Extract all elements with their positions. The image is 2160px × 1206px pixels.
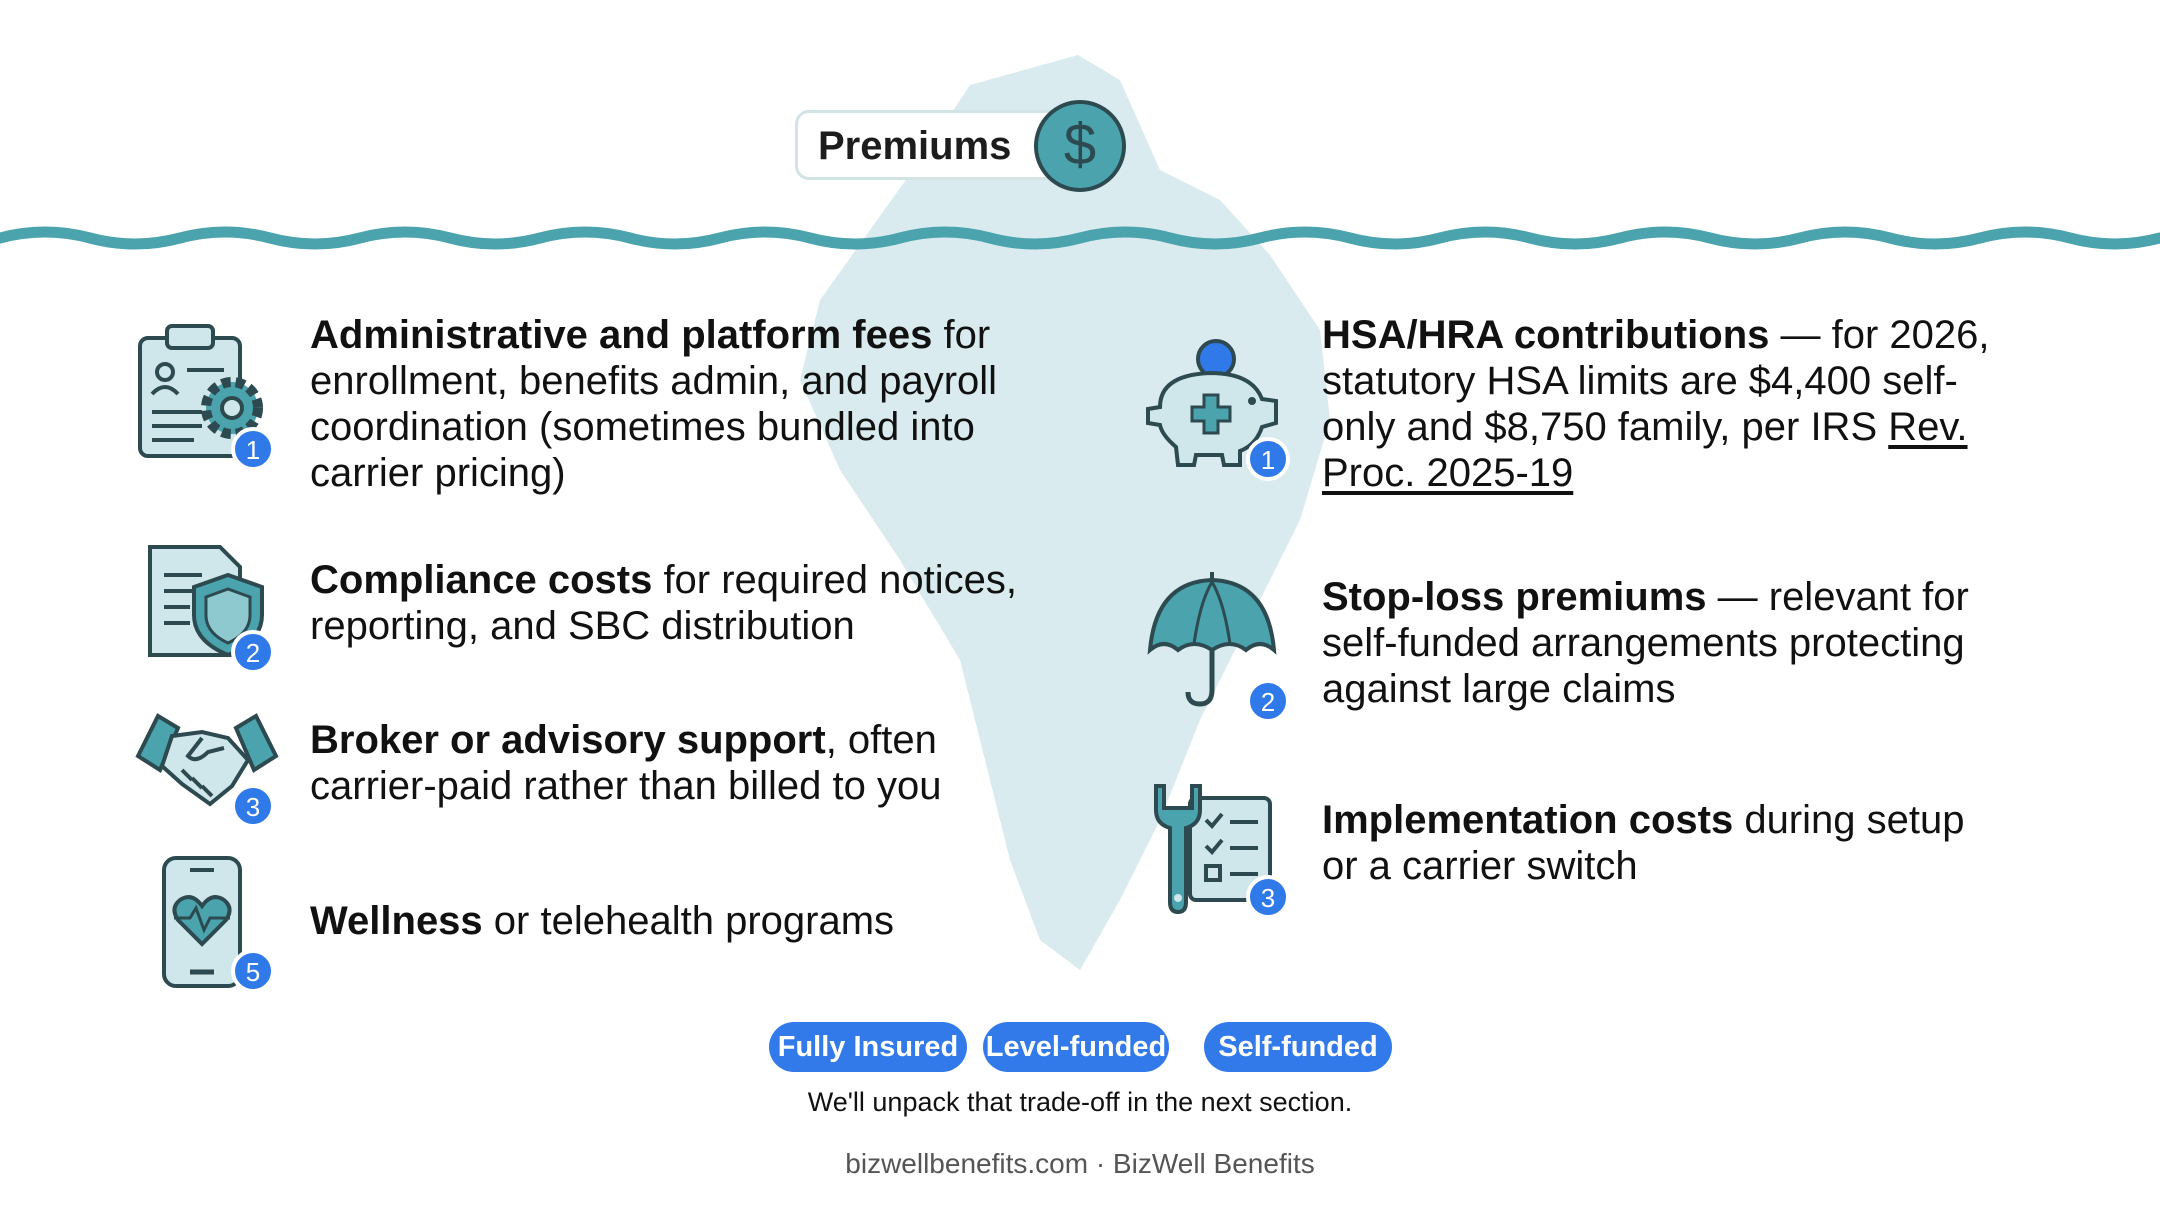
- svg-text:$: $: [1064, 112, 1096, 177]
- tag-self-funded[interactable]: Self-funded: [1204, 1022, 1392, 1072]
- badge-left-3-number: 3: [246, 792, 260, 822]
- badge-left-2-number: 2: [246, 638, 260, 668]
- iceberg-shape: [800, 55, 1330, 970]
- left-item-1-title: Administrative and platform fees: [310, 313, 933, 357]
- left-item-2: Compliance costs for required notices, r…: [310, 557, 1030, 649]
- right-item-3: Implementation costs during setup or a c…: [1322, 797, 1992, 889]
- premiums-label: Premiums: [818, 124, 1012, 168]
- left-item-2-desc: for required notices, reporting, and SBC…: [310, 558, 1017, 648]
- right-item-2-title: Stop-loss premiums: [1322, 575, 1707, 619]
- badge-right-3-number: 3: [1261, 883, 1275, 913]
- right-item-1-desc: — for 2026, statutory HSA limits are $4,…: [1322, 313, 1990, 449]
- footer-credit: bizwellbenefits.com · BizWell Benefits: [845, 1148, 1315, 1179]
- water-line: [0, 226, 2160, 250]
- wrench-checklist-icon: [1154, 784, 1272, 915]
- badge-left-2: 2: [231, 630, 275, 674]
- right-item-3-desc: during setup or a carrier switch: [1322, 798, 1965, 888]
- umbrella-icon: [1147, 572, 1277, 707]
- clipboard-gear-icon: [138, 324, 263, 458]
- left-item-5-title: Wellness: [310, 899, 483, 943]
- badge-right-2-number: 2: [1261, 687, 1275, 717]
- badge-left-5: 5: [231, 949, 275, 993]
- left-item-2-title: Compliance costs: [310, 558, 653, 602]
- badge-right-3: 3: [1246, 875, 1290, 919]
- section-note: We'll unpack that trade-off in the next …: [807, 1087, 1353, 1117]
- right-item-3-title: Implementation costs: [1322, 798, 1734, 842]
- right-item-2: Stop-loss premiums — relevant for self-f…: [1322, 574, 1992, 712]
- badge-right-1-number: 1: [1261, 445, 1275, 475]
- dollar-icon: $: [1034, 100, 1126, 192]
- tag-fully-insured[interactable]: Fully Insured: [769, 1022, 967, 1072]
- handshake-icon: [135, 713, 279, 807]
- left-item-3-desc: , often carrier-paid rather than billed …: [310, 718, 942, 808]
- badge-left-5-number: 5: [246, 957, 260, 987]
- badge-right-2: 2: [1246, 679, 1290, 723]
- phone-heart-icon: [162, 856, 242, 988]
- badge-left-3: 3: [231, 784, 275, 828]
- badge-left-1-number: 1: [246, 435, 260, 465]
- left-item-5-desc: or telehealth programs: [482, 899, 895, 943]
- right-item-1: HSA/HRA contributions — for 2026, statut…: [1322, 312, 1992, 496]
- left-item-1-desc: for enrollment, benefits admin, and payr…: [310, 313, 998, 495]
- right-item-2-desc: — relevant for self-funded arrangements …: [1322, 575, 1969, 711]
- left-item-3-title: Broker or advisory support: [310, 718, 826, 762]
- rev-proc-link[interactable]: Rev. Proc. 2025-19: [1322, 405, 1968, 495]
- left-item-5: Wellness or telehealth programs: [310, 898, 1030, 944]
- badge-left-1: 1: [231, 427, 275, 471]
- left-item-1: Administrative and platform fees for enr…: [310, 312, 1030, 496]
- badge-right-1: 1: [1246, 437, 1290, 481]
- piggy-bank-icon: [1146, 339, 1278, 467]
- tag-level-funded[interactable]: Level-funded: [983, 1022, 1169, 1072]
- left-item-3: Broker or advisory support, often carrie…: [310, 717, 1030, 809]
- right-item-1-title: HSA/HRA contributions: [1322, 313, 1770, 357]
